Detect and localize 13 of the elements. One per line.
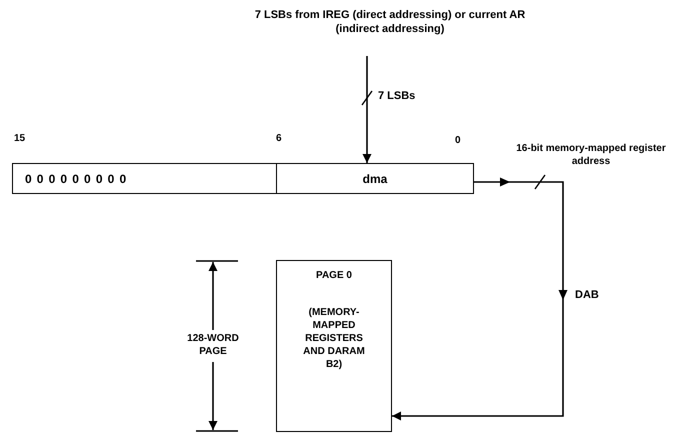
bit-number: 0	[455, 134, 462, 147]
memory-page-box	[276, 260, 392, 432]
bus-label: 16-bit memory-mapped register address	[515, 142, 667, 168]
annotation-text: 7 LSBs from IREG (direct addressing) or current AR (indirect addressing)	[254, 8, 526, 36]
connector-arrow	[362, 56, 372, 163]
page-text: (MEMORY-MAPPED REGISTERS AND DARAM B2)	[302, 306, 366, 371]
register-field: dma	[277, 163, 474, 194]
register-field: 0 0 0 0 0 0 0 0 0	[12, 163, 277, 194]
page-text: PAGE 0	[316, 269, 352, 282]
dimension-label: 128-WORD PAGE	[186, 332, 240, 358]
bit-number: 6	[276, 132, 283, 145]
bit-number: 15	[14, 132, 26, 145]
connector-arrow	[392, 181, 564, 420]
